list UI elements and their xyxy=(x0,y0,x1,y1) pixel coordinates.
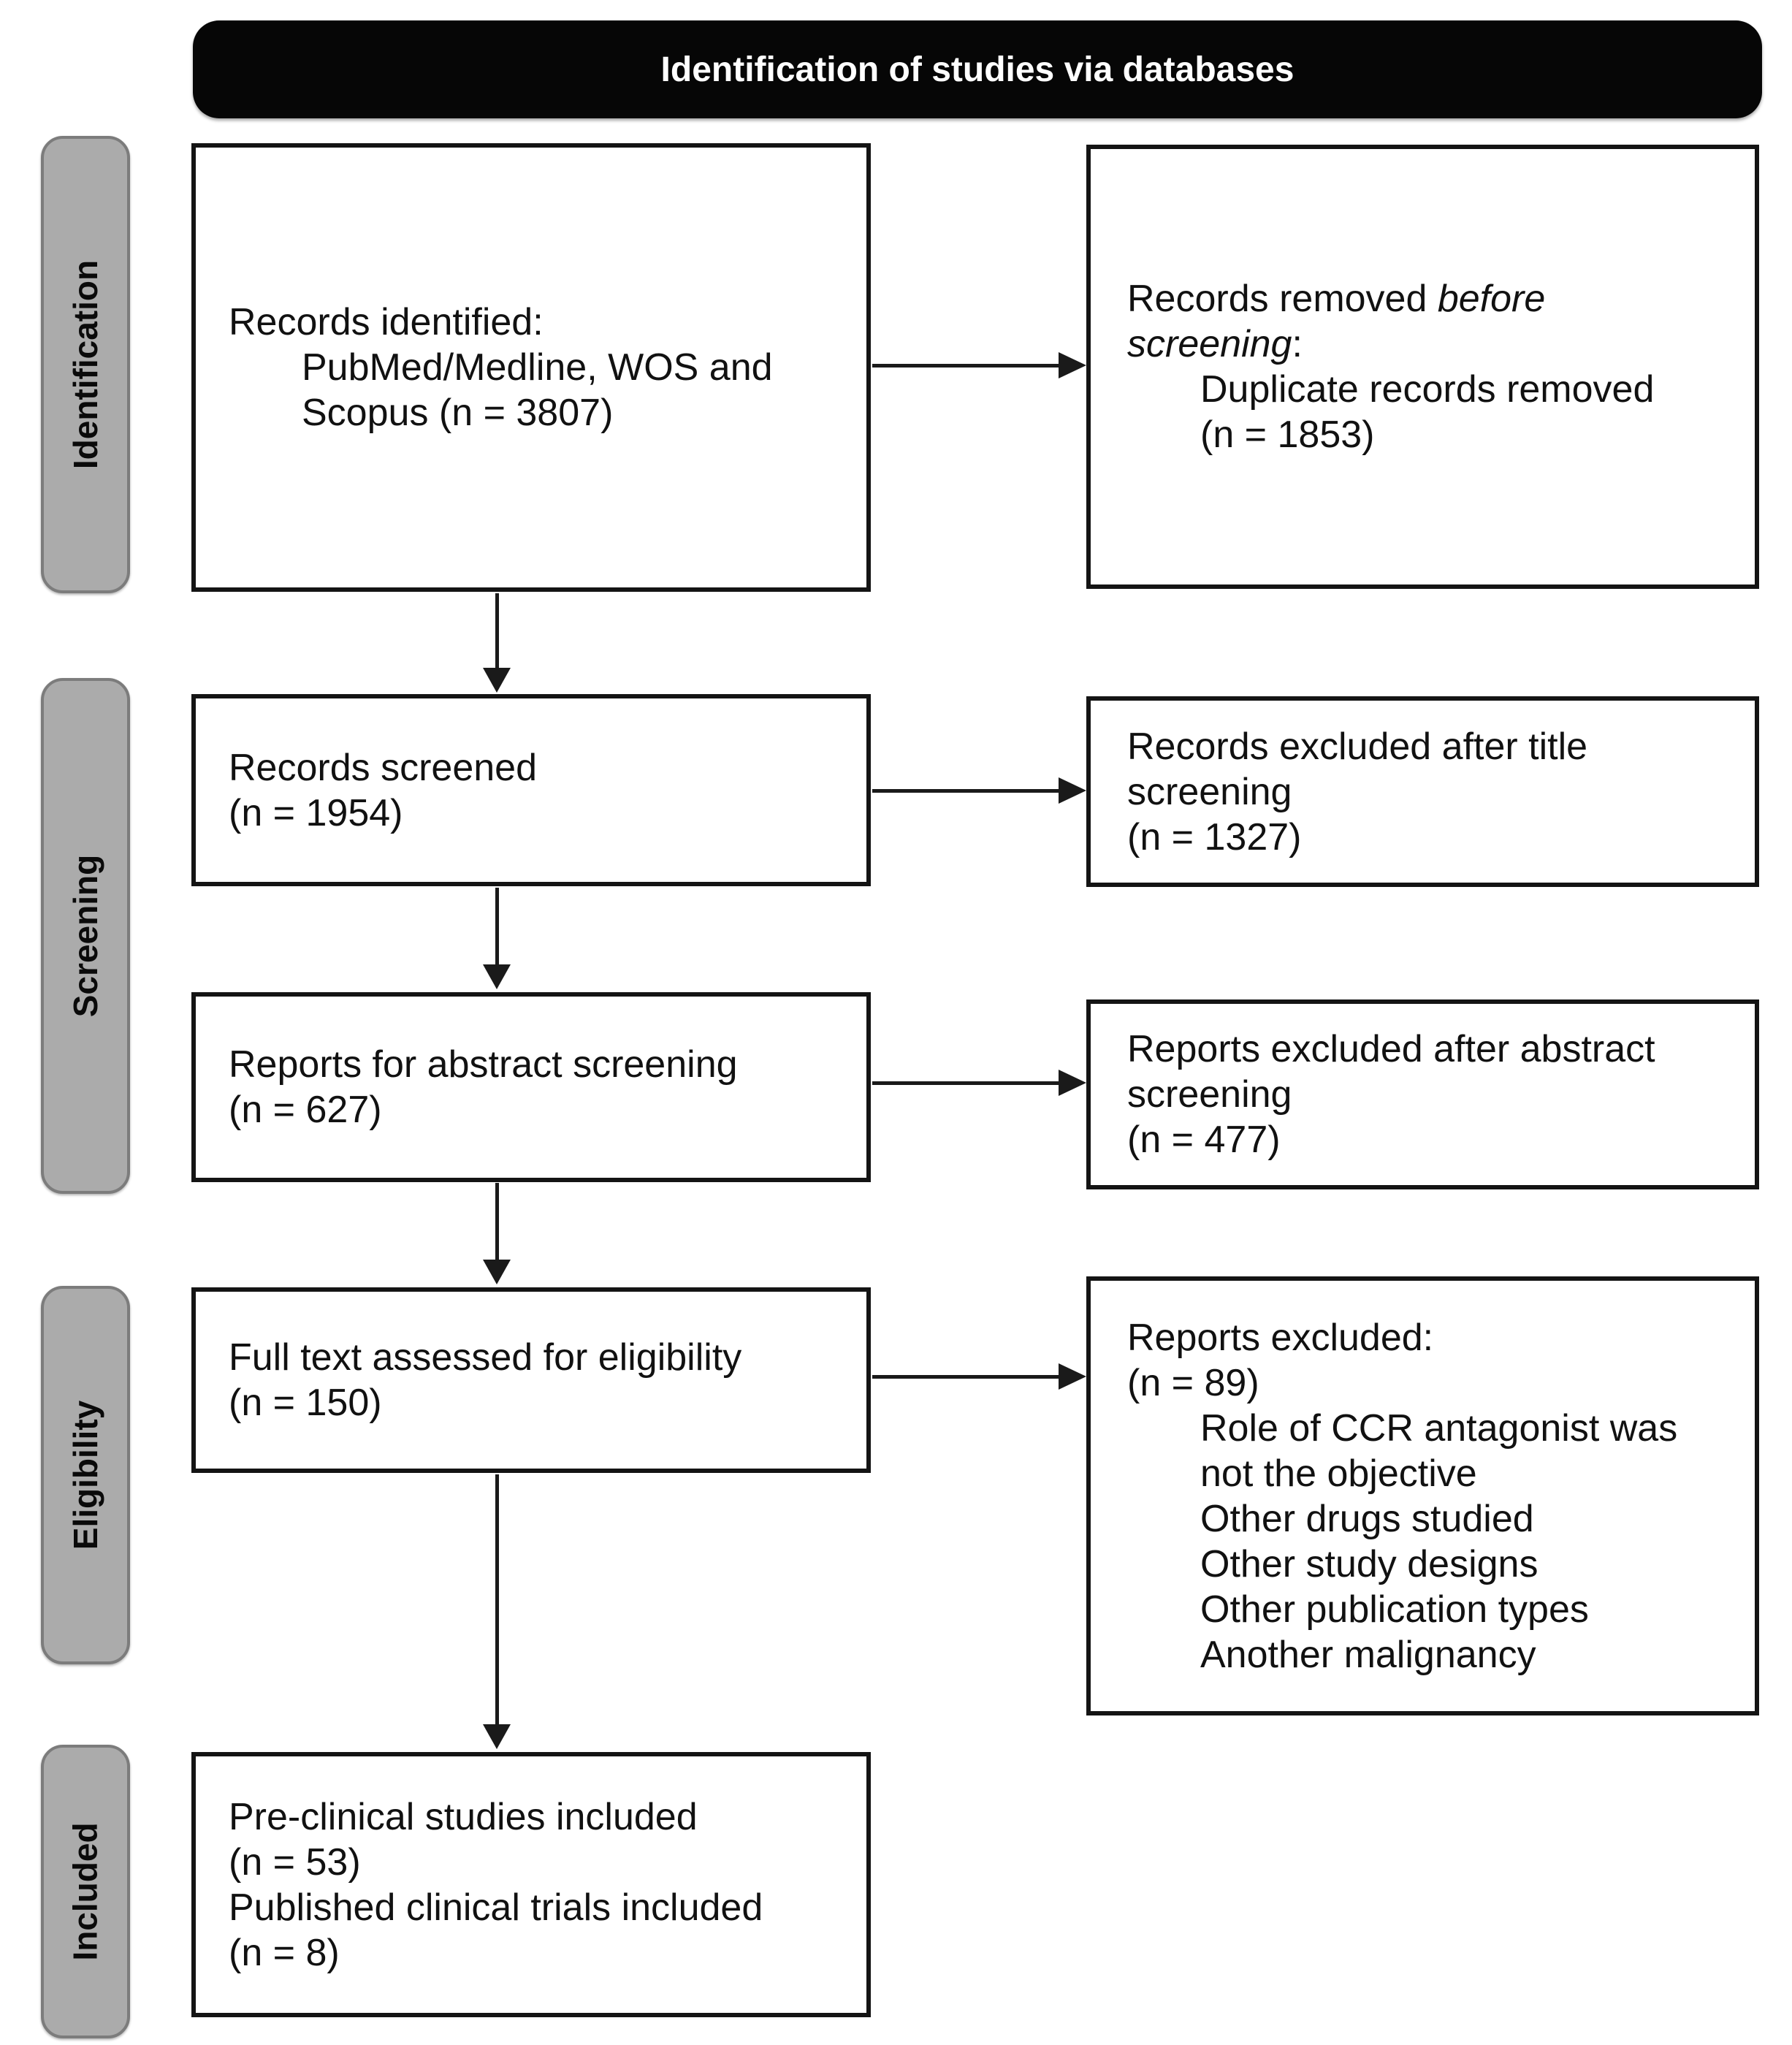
box-text-line: Other publication types xyxy=(1200,1588,1589,1631)
box-text-line: Records removed before xyxy=(1127,278,1546,320)
stage-label-identification: Identification xyxy=(41,136,130,593)
title-text: Identification of studies via databases xyxy=(660,50,1295,89)
box-text-line: PubMed/Medline, WOS and xyxy=(302,346,773,389)
box-text-line: Other study designs xyxy=(1200,1542,1539,1585)
right-arrow-head-2 xyxy=(1059,777,1086,804)
reports-excluded-box: Reports excluded: (n = 89) Role of CCR a… xyxy=(1086,1276,1759,1715)
box-text-line: (n = 627) xyxy=(229,1089,382,1131)
box-text-line: Other drugs studied xyxy=(1200,1497,1534,1540)
box-text-line: Another malignancy xyxy=(1200,1633,1536,1676)
box-text-line: (n = 8) xyxy=(229,1931,340,1974)
stage-label-identification-text: Identification xyxy=(66,259,105,470)
down-arrow-line-4 xyxy=(495,1474,499,1726)
down-arrow-line-3 xyxy=(495,1183,499,1261)
right-arrow-line-4 xyxy=(872,1375,1059,1379)
box-text-line: Full text assessed for eligibility xyxy=(229,1336,742,1379)
right-arrow-head-3 xyxy=(1059,1070,1086,1096)
box-text-line: (n = 1954) xyxy=(229,791,403,834)
down-arrow-line-2 xyxy=(495,888,499,966)
box-text-line: (n = 53) xyxy=(229,1840,361,1884)
box-text-line: not the objective xyxy=(1200,1452,1477,1495)
right-arrow-line-3 xyxy=(872,1081,1059,1085)
right-arrow-line-1 xyxy=(872,364,1059,368)
stage-label-screening: Screening xyxy=(41,678,130,1194)
box-text-line: Duplicate records removed xyxy=(1200,368,1655,411)
records-identified-box: Records identified: PubMed/Medline, WOS … xyxy=(191,143,871,592)
box-text-line: Records screened xyxy=(229,746,537,789)
box-text-line: Records excluded after title xyxy=(1127,725,1588,768)
down-arrow-head-1 xyxy=(483,668,511,693)
stage-label-included: Included xyxy=(41,1745,130,2038)
box-text-line: Pre-clinical studies included xyxy=(229,1795,698,1838)
down-arrow-head-4 xyxy=(483,1724,511,1749)
box-text-line: Published clinical trials included xyxy=(229,1886,763,1929)
stage-label-screening-text: Screening xyxy=(66,854,105,1018)
box-text-line: (n = 477) xyxy=(1127,1119,1281,1161)
box-text-line: screening: xyxy=(1127,323,1303,365)
box-text-line: Reports excluded: xyxy=(1127,1316,1434,1359)
box-text-line: Reports excluded after abstract xyxy=(1127,1028,1655,1070)
box-text-line: Reports for abstract screening xyxy=(229,1043,738,1086)
title-banner: Identification of studies via databases xyxy=(193,20,1762,118)
right-arrow-head-4 xyxy=(1059,1363,1086,1390)
box-text-line: Records identified: xyxy=(229,301,544,343)
reports-excluded-abstract-box: Reports excluded after abstract screenin… xyxy=(1086,999,1759,1189)
box-text-line: Scopus (n = 3807) xyxy=(302,392,614,434)
included-studies-box: Pre-clinical studies included (n = 53) P… xyxy=(191,1752,871,2017)
records-excluded-title-box: Records excluded after title screening (… xyxy=(1086,696,1759,887)
right-arrow-head-1 xyxy=(1059,352,1086,378)
box-text-line: (n = 1853) xyxy=(1200,414,1375,456)
box-text-line: screening xyxy=(1127,770,1292,813)
right-arrow-line-2 xyxy=(872,789,1059,793)
box-text-line: screening xyxy=(1127,1073,1292,1116)
box-text-line: (n = 1327) xyxy=(1127,815,1302,858)
box-text-line: Role of CCR antagonist was xyxy=(1200,1406,1678,1450)
stage-label-included-text: Included xyxy=(66,1822,104,1961)
records-removed-before-screening-box: Records removed before screening: Duplic… xyxy=(1086,145,1759,589)
records-screened-box: Records screened (n = 1954) xyxy=(191,694,871,886)
box-text-line: (n = 89) xyxy=(1127,1361,1259,1404)
full-text-eligibility-box: Full text assessed for eligibility (n = … xyxy=(191,1287,871,1473)
down-arrow-line-1 xyxy=(495,593,499,669)
down-arrow-head-3 xyxy=(483,1260,511,1284)
stage-label-eligibility-text: Eligibility xyxy=(66,1400,104,1550)
reports-abstract-screening-box: Reports for abstract screening (n = 627) xyxy=(191,992,871,1182)
down-arrow-head-2 xyxy=(483,964,511,989)
stage-label-eligibility: Eligibility xyxy=(41,1286,130,1664)
box-text-line: (n = 150) xyxy=(229,1382,382,1424)
